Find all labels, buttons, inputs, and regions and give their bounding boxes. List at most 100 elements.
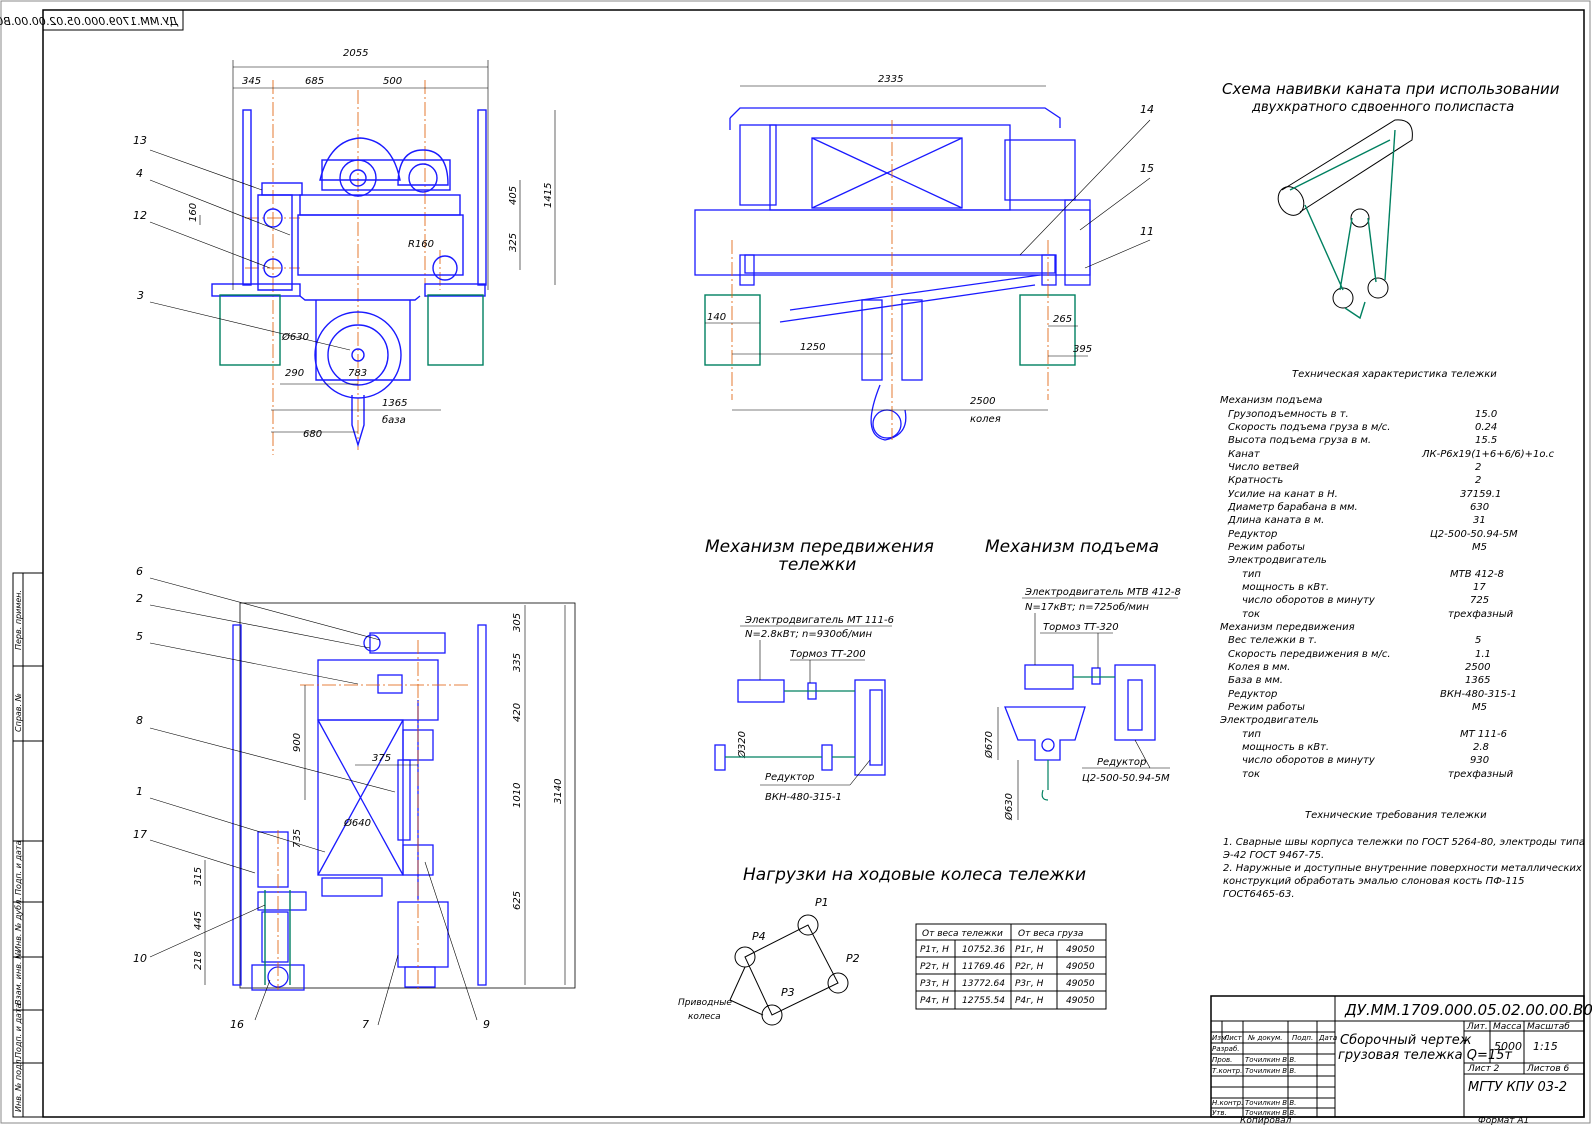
side-stamp-labels: Перв. примен. Справ. № Подп. и дата Инв.… <box>14 590 23 1112</box>
callout-3: 3 <box>137 289 144 302</box>
tech-char-rows: Механизм подъема Грузоподъемность в т. 1… <box>1219 395 1555 780</box>
tc-val-18: 5 <box>1475 635 1481 646</box>
tc-row-8: Диаметр барабана в мм. <box>1227 501 1358 513</box>
tc-row-28: ток <box>1242 769 1260 780</box>
tc-row-12: Электродвигатель <box>1227 555 1327 566</box>
callout-14: 14 <box>1140 103 1154 116</box>
side-dim-labels: 2335 140 1250 2500 колея 265 395 <box>707 74 1092 425</box>
tb-col-list: Лист <box>1223 1034 1243 1042</box>
tc-row-16: ток <box>1242 609 1260 620</box>
travel-title-1: Механизм передвижения <box>705 537 934 557</box>
tc-row-14: мощность в кВт. <box>1242 582 1329 593</box>
tech-req-title: Технические требования тележки <box>1305 809 1487 821</box>
tc-val-23: М5 <box>1472 702 1487 713</box>
tc-val-27: 930 <box>1470 755 1489 766</box>
tb-mass-header: Масса <box>1493 1022 1522 1032</box>
tc-row-6: Кратность <box>1228 475 1283 486</box>
tb-org: МГТУ КПУ 03-2 <box>1468 1080 1567 1095</box>
dim-900: 900 <box>292 733 303 752</box>
lift-motor-params: N=17кВт; n=725об/мин <box>1025 601 1149 613</box>
callout-7: 7 <box>362 1018 369 1031</box>
tc-val-1: 15.0 <box>1475 409 1497 420</box>
tc-val-13: МТВ 412-8 <box>1450 569 1504 580</box>
dim-1365: 1365 <box>382 398 407 409</box>
tc-val-5: 2 <box>1475 462 1481 473</box>
tc-val-7: 37159.1 <box>1460 489 1501 500</box>
front-callouts: 13 4 12 3 <box>133 134 147 302</box>
title-block: ДУ.ММ.1709.000.05.02.00.00.В0 Сборочный … <box>1210 995 1592 1125</box>
tc-val-9: 31 <box>1473 515 1486 526</box>
tc-row-4: Канат <box>1228 449 1261 460</box>
lt-r2-c2: P3г, Н <box>1015 979 1044 989</box>
tech-req-line-2: Э-42 ГОСТ 9467-75. <box>1222 850 1324 861</box>
lt-r2-c3: 49050 <box>1066 979 1095 989</box>
rope-title-1: Схема навивки каната при использовании <box>1222 80 1560 98</box>
dim-2335: 2335 <box>878 74 903 85</box>
label-koleya: колея <box>970 414 1001 425</box>
tc-row-3: Высота подъема груза в м. <box>1228 435 1371 446</box>
side-stamp-6: Инв. № подл. <box>14 1057 23 1112</box>
load-p2: P2 <box>846 952 860 965</box>
dim-218: 218 <box>193 951 204 970</box>
tc-row-20: Колея в мм. <box>1228 662 1290 673</box>
lt-r1-c1: 11769.46 <box>962 962 1005 972</box>
tc-row-21: База в мм. <box>1228 675 1283 686</box>
lift-d630: Ø630 <box>1003 793 1015 821</box>
front-view: 2055 345 685 500 160 405 325 1415 R160 Ø… <box>133 48 556 455</box>
tc-val-3: 15.5 <box>1475 435 1497 446</box>
side-stamp-2: Подп. и дата <box>14 840 23 895</box>
plan-callouts: 6 2 5 8 1 17 10 16 7 9 <box>133 565 490 1031</box>
tech-req-line-4: конструкций обработать эмалью слоновая к… <box>1223 875 1525 887</box>
rope-scheme: Схема навивки каната при использовании д… <box>1222 80 1560 320</box>
dim-735: 735 <box>292 829 303 848</box>
side-stamp <box>12 572 44 1118</box>
tech-req-line-5: ГОСТ6465-63. <box>1223 889 1295 900</box>
tc-val-21: 1365 <box>1465 675 1490 686</box>
dim-d630: Ø630 <box>281 331 309 343</box>
lt-r1-c3: 49050 <box>1066 962 1095 972</box>
lift-brake: Тормоз ТТ-320 <box>1043 622 1119 633</box>
dim-160: 160 <box>188 203 199 222</box>
lift-reducer: Ц2-500-50.94-5М <box>1082 773 1170 784</box>
tc-row-22: Редуктор <box>1228 689 1277 700</box>
tc-val-22: ВКН-480-315-1 <box>1440 689 1517 700</box>
dim-375: 375 <box>372 753 391 764</box>
tb-scale: 1:15 <box>1533 1040 1558 1053</box>
loads-title: Нагрузки на ходовые колеса тележки <box>743 865 1086 885</box>
tb-person-0: Точилкин В.В. <box>1245 1056 1296 1064</box>
lt-r2-c1: 13772.64 <box>962 979 1005 989</box>
travel-reducer: ВКН-480-315-1 <box>765 792 842 803</box>
side-stamp-5: Подп. и дата <box>14 1003 23 1058</box>
dim-1010: 1010 <box>512 783 523 808</box>
tb-person-1: Точилкин В.В. <box>1245 1067 1296 1075</box>
side-stamp-4: Взам. инв. № <box>14 951 23 1005</box>
tb-col-date: Дата <box>1318 1034 1337 1042</box>
tech-char-title: Техническая характеристика тележки <box>1292 369 1497 380</box>
tc-row-10: Редуктор <box>1228 529 1277 540</box>
tc-val-26: 2.8 <box>1473 742 1489 753</box>
tc-val-16: трехфазный <box>1448 609 1514 620</box>
tc-val-10: Ц2-500-50.94-5М <box>1430 529 1518 540</box>
dim-405: 405 <box>508 186 519 205</box>
tc-val-6: 2 <box>1475 475 1481 486</box>
tech-req-line-1: 1. Сварные швы корпуса тележки по ГОСТ 5… <box>1223 837 1585 848</box>
wheel-loads: Нагрузки на ходовые колеса тележки P4 P1… <box>678 865 1107 1026</box>
dim-305: 305 <box>512 613 523 632</box>
tc-row-25: тип <box>1242 729 1261 740</box>
tc-val-2: 0.24 <box>1475 422 1497 433</box>
tech-req-line-3: 2. Наружные и доступные внутренние повер… <box>1223 863 1582 874</box>
callout-15: 15 <box>1140 162 1154 175</box>
lt-r0-c2: P1г, Н <box>1015 945 1044 955</box>
tb-role-4: Утв. <box>1212 1109 1227 1117</box>
tc-row-18: Вес тележки в т. <box>1228 635 1317 646</box>
tb-code: ДУ.ММ.1709.000.05.02.00.00.В0 <box>1344 1001 1592 1019</box>
travel-title-2: тележки <box>778 555 856 575</box>
lt-r0-c0: P1т, Н <box>920 945 949 955</box>
lift-reducer-label: Редуктор <box>1097 757 1146 768</box>
callout-12: 12 <box>133 209 147 222</box>
tc-val-15: 725 <box>1470 595 1489 606</box>
tc-row-0: Механизм подъема <box>1220 395 1322 406</box>
side-stamp-1: Справ. № <box>14 693 23 732</box>
